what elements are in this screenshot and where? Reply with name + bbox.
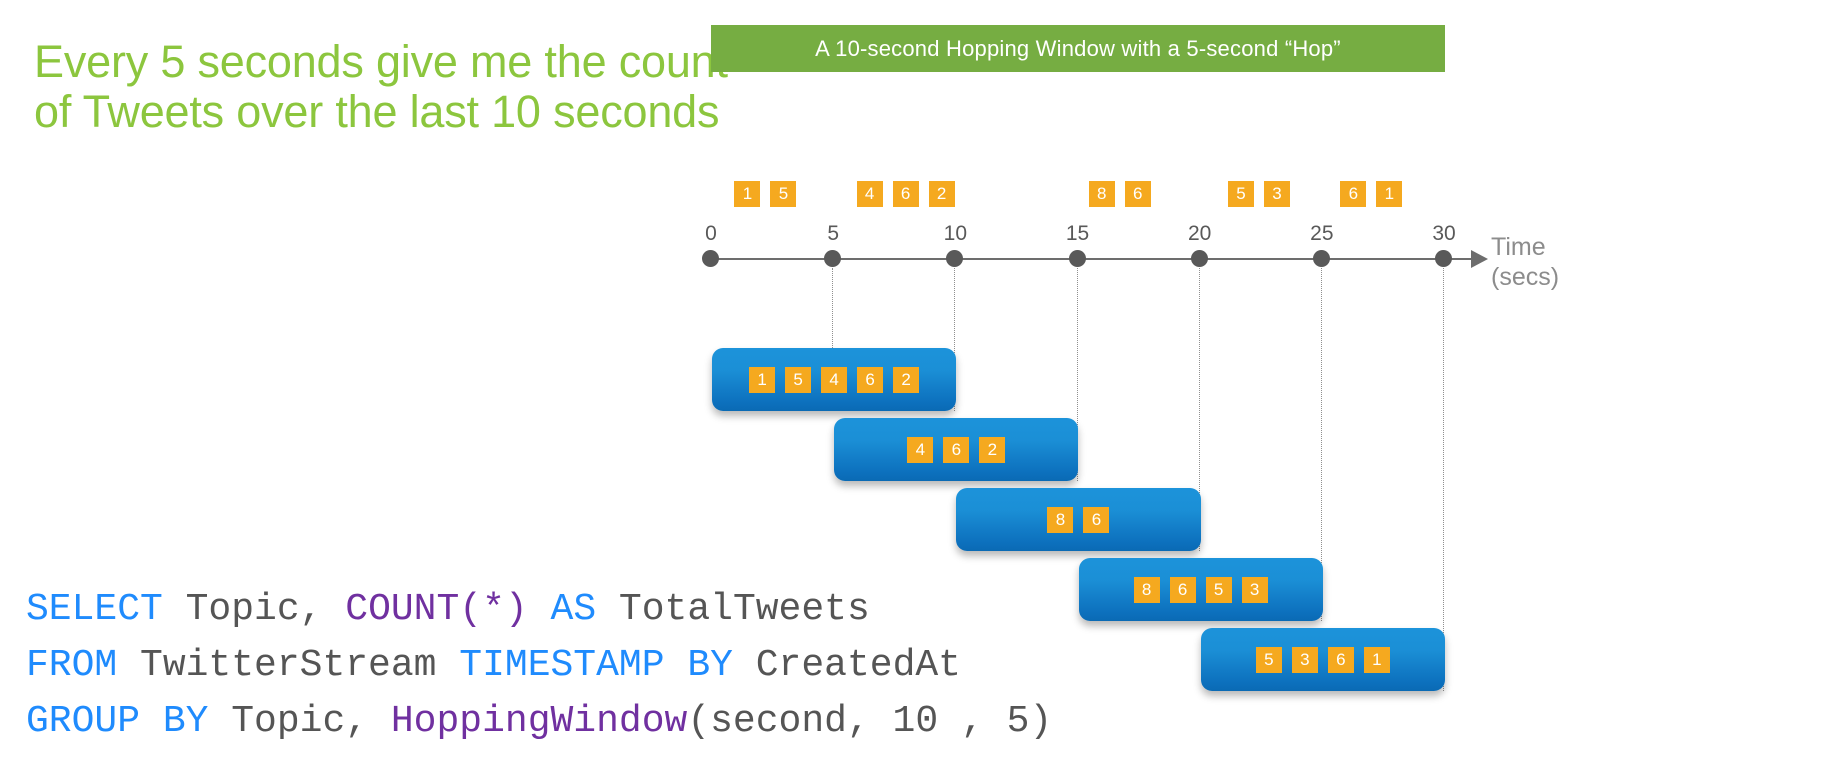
time-tick-label-10: 10 [943, 222, 968, 245]
time-tick-dot-15 [1068, 250, 1086, 267]
sql-token-identifier: CreatedAt [732, 644, 961, 687]
sql-token-keyword: AS [550, 588, 597, 631]
time-axis-arrow-icon [1471, 250, 1488, 268]
guide-line-20s [1198, 268, 1200, 551]
sql-line-groupby: GROUP BY Topic, HoppingWindow(second, 10… [26, 694, 1052, 750]
stream-event-chip: 5 [770, 181, 797, 207]
sql-token-identifier: TwitterStream [117, 644, 460, 687]
window-event-chip: 6 [857, 366, 884, 393]
sql-token-identifier: TotalTweets [596, 588, 870, 631]
window-event-chip: 8 [1047, 506, 1074, 533]
time-tick-dot-30 [1435, 250, 1452, 267]
sql-token-keyword: FROM [26, 644, 118, 687]
stream-event-chip: 2 [928, 181, 955, 207]
window-event-chip: 6 [1327, 646, 1354, 673]
time-tick-label-30: 30 [1432, 222, 1456, 245]
sql-token-keyword: SELECT [26, 588, 163, 631]
window-event-chip: 6 [1083, 506, 1110, 533]
stream-event-chip: 4 [856, 181, 883, 207]
time-axis-label-line1: Time [1491, 233, 1546, 261]
stream-event-chip: 1 [734, 181, 761, 207]
banner: A 10-second Hopping Window with a 5-seco… [711, 25, 1445, 72]
window-event-chip: 1 [749, 366, 776, 393]
guide-line-15s [1076, 268, 1078, 481]
sql-token-function: HoppingWindow [390, 700, 688, 743]
time-axis-label-line2: (secs) [1491, 263, 1560, 291]
time-tick-label-5: 5 [827, 222, 839, 245]
stream-event-chip: 1 [1376, 181, 1403, 207]
sql-token-identifier: Topic, [162, 588, 346, 631]
window-event-chip: 1 [1363, 646, 1390, 673]
stream-event-chip: 3 [1263, 181, 1290, 207]
stream-event-chip: 6 [1124, 181, 1151, 207]
stream-event-chip: 5 [1227, 181, 1254, 207]
window-event-chip: 6 [943, 436, 970, 463]
stream-event-chip: 6 [892, 181, 919, 207]
sql-token-identifier: (second, 10 , 5) [687, 700, 1053, 743]
window-event-chip: 3 [1291, 646, 1318, 673]
window-event-chip: 5 [785, 366, 812, 393]
sql-line-from: FROM TwitterStream TIMESTAMP BY CreatedA… [26, 638, 1052, 694]
time-tick-dot-25 [1312, 250, 1330, 267]
time-axis-line [710, 258, 1473, 260]
time-tick-dot-0 [702, 250, 719, 267]
sql-line-select: SELECT Topic, COUNT(*) AS TotalTweets [26, 582, 1052, 638]
sql-token-function: COUNT(*) [345, 588, 528, 631]
time-tick-dot-10 [946, 250, 964, 267]
time-tick-label-15: 15 [1065, 222, 1090, 245]
banner-text: A 10-second Hopping Window with a 5-seco… [815, 35, 1341, 61]
stream-event-chip: 8 [1088, 181, 1115, 207]
time-tick-label-25: 25 [1310, 222, 1334, 245]
time-tick-dot-20 [1190, 250, 1208, 267]
sql-token-identifier [528, 588, 551, 631]
sql-token-keyword: GROUP BY [26, 700, 209, 743]
time-tick-dot-5 [824, 250, 842, 267]
time-axis-label: Time (secs) [1491, 232, 1559, 292]
window-event-chip: 5 [1205, 576, 1232, 603]
window-event-chip: 5 [1255, 646, 1282, 673]
sql-token-keyword: TIMESTAMP BY [459, 644, 733, 687]
guide-line-10s [954, 268, 956, 411]
window-event-chip: 4 [821, 366, 848, 393]
window-event-chip: 2 [893, 366, 920, 393]
window-event-chip: 3 [1241, 576, 1268, 603]
window-event-chip: 6 [1169, 576, 1196, 603]
guide-line-30s [1443, 268, 1444, 691]
time-tick-label-20: 20 [1187, 222, 1212, 245]
time-tick-label-0: 0 [705, 222, 717, 245]
window-event-chip: 2 [979, 436, 1006, 463]
guide-line-25s [1320, 268, 1322, 621]
window-event-chip: 8 [1133, 576, 1160, 603]
page-title: Every 5 seconds give me the count of Twe… [34, 36, 728, 137]
sql-token-identifier: Topic, [208, 700, 391, 743]
stream-event-chip: 6 [1340, 181, 1367, 207]
guide-line-5s [832, 268, 834, 348]
window-event-chip: 4 [907, 436, 934, 463]
